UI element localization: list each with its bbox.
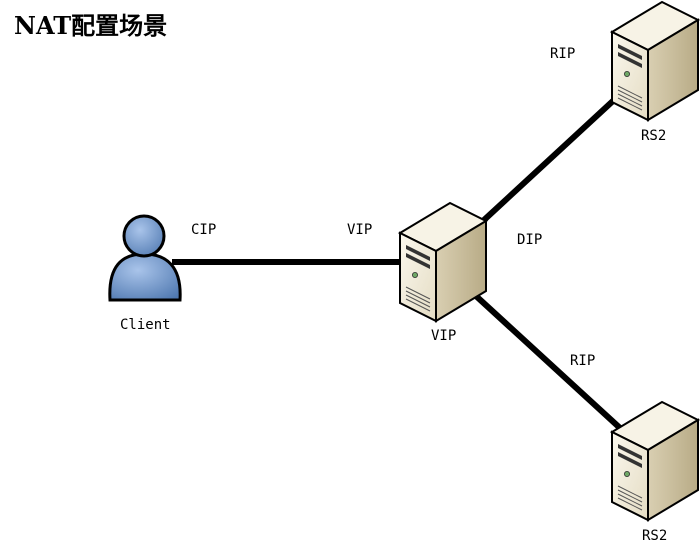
client-label: Client [120,317,171,333]
rs-bottom-server-icon [611,401,699,521]
rip-bottom-label: RIP [570,353,596,369]
diagram-title: NAT配置场景 [14,11,168,40]
link-director-rs-top [481,97,617,223]
user-icon [108,214,182,302]
rs-bottom-label: RS2 [642,528,668,544]
rs-top-label: RS2 [641,128,667,144]
director-server-icon [399,202,487,322]
link-director-rs-bottom [473,293,623,431]
director-label: VIP [431,328,457,344]
rs-top-server-icon [611,1,699,121]
cip-label: CIP [191,222,217,238]
vip-edge-label: VIP [347,222,373,238]
dip-label: DIP [517,232,543,248]
rip-top-label: RIP [550,46,576,62]
